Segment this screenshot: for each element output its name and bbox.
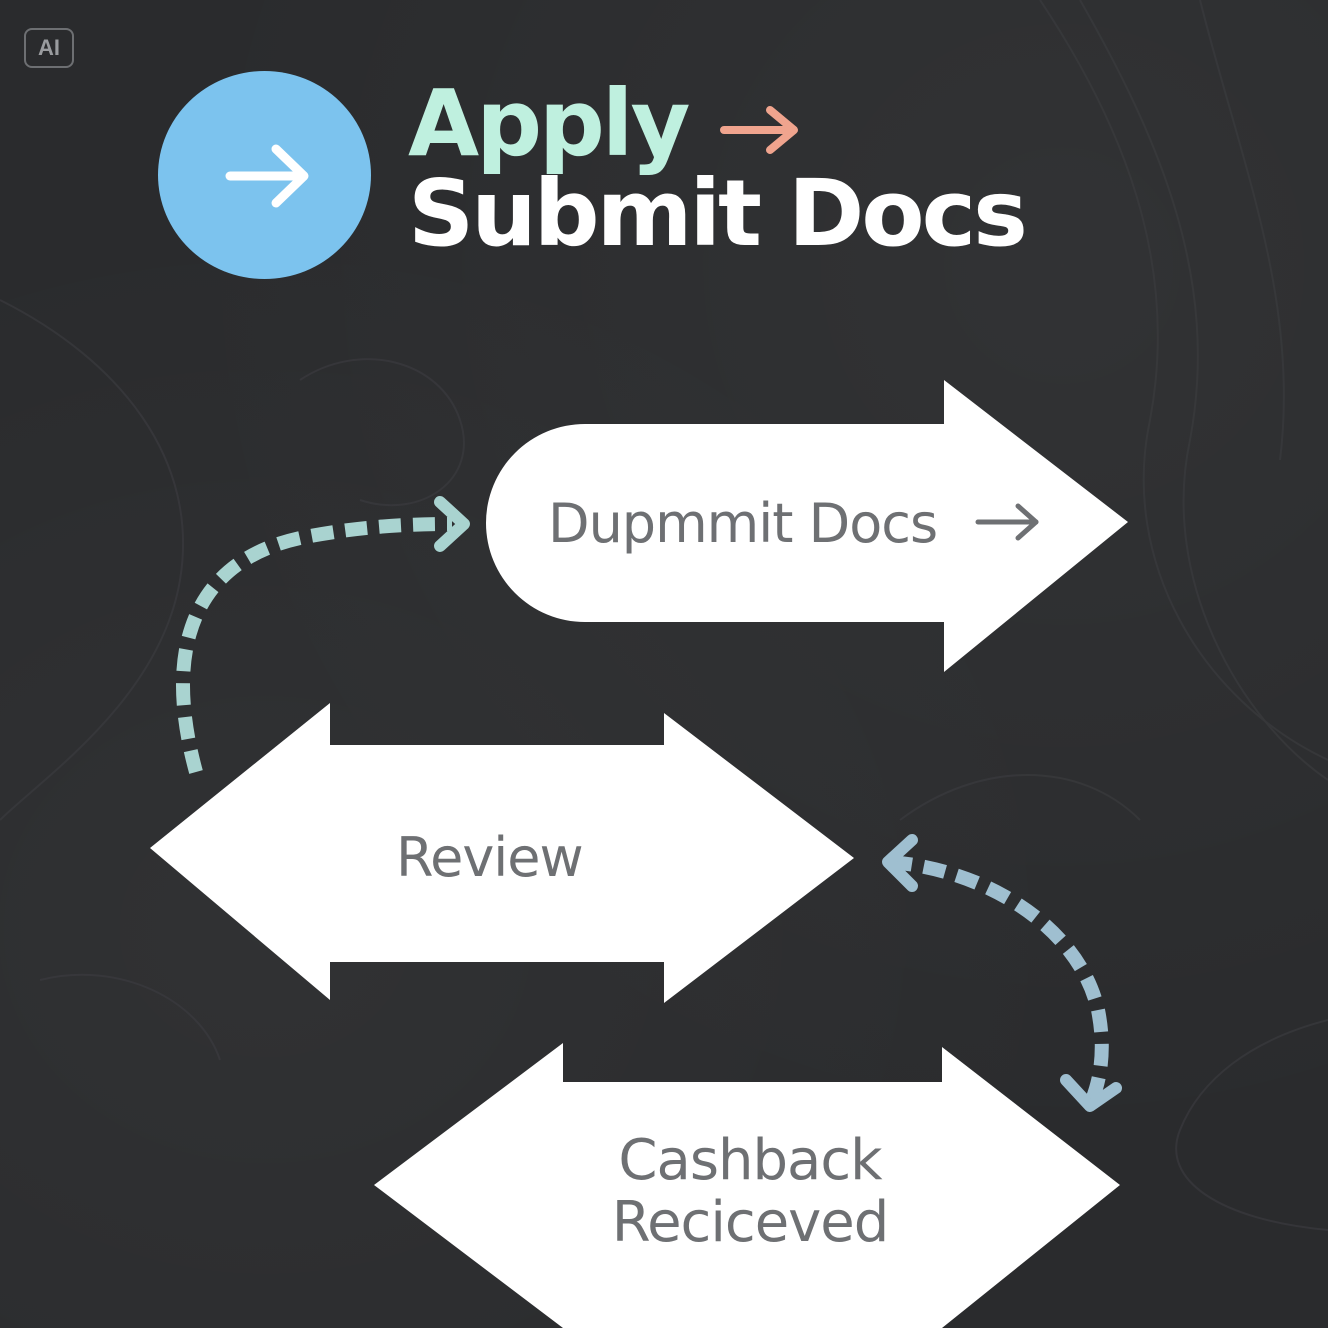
step-1-arrow-shape[interactable]	[486, 380, 1128, 672]
arrow-right-icon	[225, 144, 309, 208]
step-2-label: Review	[396, 826, 584, 889]
step-3-label-line1: Cashback	[618, 1128, 882, 1193]
step-3-label-line2: Reciceved	[611, 1190, 890, 1255]
arrow-circle-button[interactable]	[158, 71, 371, 279]
title-apply: Apply	[408, 70, 690, 177]
title-arrow-icon	[720, 106, 798, 154]
step-1-label: Dupmmit Docs	[548, 492, 938, 555]
title-submit-docs: Submit Docs	[408, 160, 1028, 267]
step-2-double-arrow-shape[interactable]	[150, 703, 854, 1003]
ai-badge: AI	[24, 28, 74, 68]
dashed-connector-1	[176, 496, 470, 774]
dashed-connector-2	[882, 834, 1122, 1112]
step-1-arrow-right-icon	[975, 503, 1039, 541]
step-3-label: Cashback Reciceved	[560, 1130, 940, 1254]
step-3-double-arrow-shape[interactable]	[374, 1043, 1120, 1328]
